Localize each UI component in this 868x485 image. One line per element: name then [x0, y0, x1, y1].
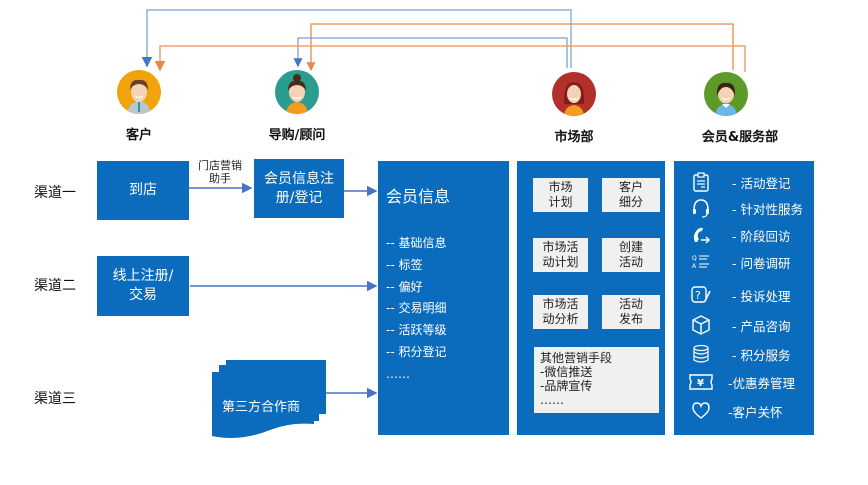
member-info-item: -- 偏好	[386, 279, 423, 294]
service-label: -客户关怀	[728, 404, 783, 420]
customer-person-icon	[127, 79, 151, 114]
avatar-service	[704, 72, 748, 116]
mkt-node-activity-plan: 市场活 动计划	[533, 238, 588, 272]
mkt-node-analysis: 市场活 动分析	[533, 295, 588, 329]
line-service-to-customer	[154, 45, 746, 72]
register-box: 会员信息注册/登记	[254, 159, 344, 218]
mkt-node-publish: 活动 发布	[602, 295, 660, 329]
service-item: ¥ -优惠券管理	[674, 370, 814, 394]
role-label-guide: 导购/顾问	[268, 128, 326, 143]
member-info-panel: 会员信息 -- 基础信息 -- 标签 -- 偏好 -- 交易明细 -- 活跃等级…	[378, 161, 509, 435]
service-label: - 问卷调研	[732, 255, 791, 271]
other-marketing-box: 其他营销手段 -微信推送 -品牌宣传 ……	[534, 347, 659, 413]
guide-person-icon	[286, 74, 308, 114]
member-info-item: -- 积分登记	[386, 344, 447, 359]
channel-store-box: 到店	[97, 161, 189, 220]
headset-icon	[688, 197, 714, 219]
channel-label-1: 渠道一	[34, 185, 76, 201]
member-info-item: -- 标签	[386, 257, 423, 272]
service-item: ? - 投诉处理	[674, 283, 814, 307]
service-label: -优惠券管理	[728, 375, 796, 391]
marketing-person-icon	[563, 82, 585, 116]
coins-stack-icon	[688, 343, 714, 365]
service-person-icon	[715, 82, 737, 116]
mkt-node-plan-text: 市场 计划	[548, 180, 573, 209]
service-label: - 产品咨询	[732, 318, 791, 334]
mkt-node-plan: 市场 计划	[533, 178, 588, 212]
svg-text:Q: Q	[692, 255, 697, 262]
edge-label-store-assistant: 门店营销 助手	[190, 159, 250, 185]
register-box-text: 会员信息注册/登记	[264, 170, 334, 206]
member-info-item: ……	[386, 366, 410, 381]
question-edit-icon: ?	[688, 284, 714, 306]
other-marketing-title: 其他营销手段	[540, 351, 613, 365]
avatar-guide	[275, 70, 319, 114]
mkt-node-segment-text: 客户 细分	[618, 180, 643, 209]
service-item: - 积分服务	[674, 342, 814, 366]
service-label: - 投诉处理	[732, 288, 791, 304]
role-label-customer: 客户	[125, 128, 152, 143]
member-info-item: -- 活跃等级	[386, 323, 447, 338]
clipboard-icon	[688, 171, 714, 193]
other-marketing-item: ……	[540, 393, 564, 407]
channel-online-text: 线上注册/交易	[112, 268, 174, 303]
coupon-icon: ¥	[688, 371, 714, 393]
member-info-item: -- 基础信息	[386, 236, 447, 250]
member-info-title: 会员信息	[386, 187, 451, 206]
phone-callback-icon	[688, 224, 714, 246]
channel-partner-text: 第三方合作商	[222, 400, 301, 415]
mkt-node-analysis-text: 市场活 动分析	[542, 297, 579, 326]
channel-label-3: 渠道三	[34, 391, 76, 407]
mkt-node-create: 创建 活动	[602, 238, 660, 272]
channel-partner-shape	[212, 360, 326, 438]
mkt-node-create-text: 创建 活动	[618, 240, 643, 269]
service-item: - 产品咨询	[674, 313, 814, 337]
service-label: - 阶段回访	[732, 228, 791, 244]
channel-label-2: 渠道二	[34, 278, 76, 294]
edge-label-text: 门店营销 助手	[198, 159, 242, 185]
svg-text:A: A	[692, 263, 697, 270]
mkt-node-activity-plan-text: 市场活 动计划	[542, 240, 579, 269]
line-marketing-to-guide	[293, 37, 568, 68]
avatar-marketing	[552, 72, 596, 116]
svg-text:¥: ¥	[697, 378, 704, 389]
other-marketing-item: -品牌宣传	[540, 379, 593, 393]
avatar-customer	[117, 70, 161, 114]
line-service-to-guide	[306, 23, 734, 72]
line-marketing-to-customer	[141, 9, 572, 68]
member-info-item: -- 交易明细	[386, 301, 447, 316]
service-label: - 活动登记	[732, 175, 791, 191]
channel-online-box: 线上注册/交易	[97, 256, 189, 316]
member-info-list: -- 基础信息 -- 标签 -- 偏好 -- 交易明细 -- 活跃等级 -- 积…	[386, 233, 446, 386]
box-icon	[688, 314, 714, 336]
role-label-marketing: 市场部	[554, 130, 594, 145]
service-label: - 积分服务	[732, 347, 791, 363]
service-item: - 活动登记	[674, 170, 814, 194]
service-item: - 阶段回访	[674, 223, 814, 247]
service-item: - 针对性服务	[674, 196, 814, 220]
service-label: - 针对性服务	[732, 201, 803, 217]
other-marketing-item: -微信推送	[540, 365, 593, 379]
svg-text:?: ?	[695, 289, 701, 302]
service-item: -客户关怀	[674, 399, 814, 423]
heart-icon	[688, 400, 714, 422]
role-label-service: 会员&服务部	[701, 130, 779, 145]
mkt-node-segment: 客户 细分	[602, 178, 660, 212]
mkt-node-publish-text: 活动 发布	[618, 297, 643, 326]
